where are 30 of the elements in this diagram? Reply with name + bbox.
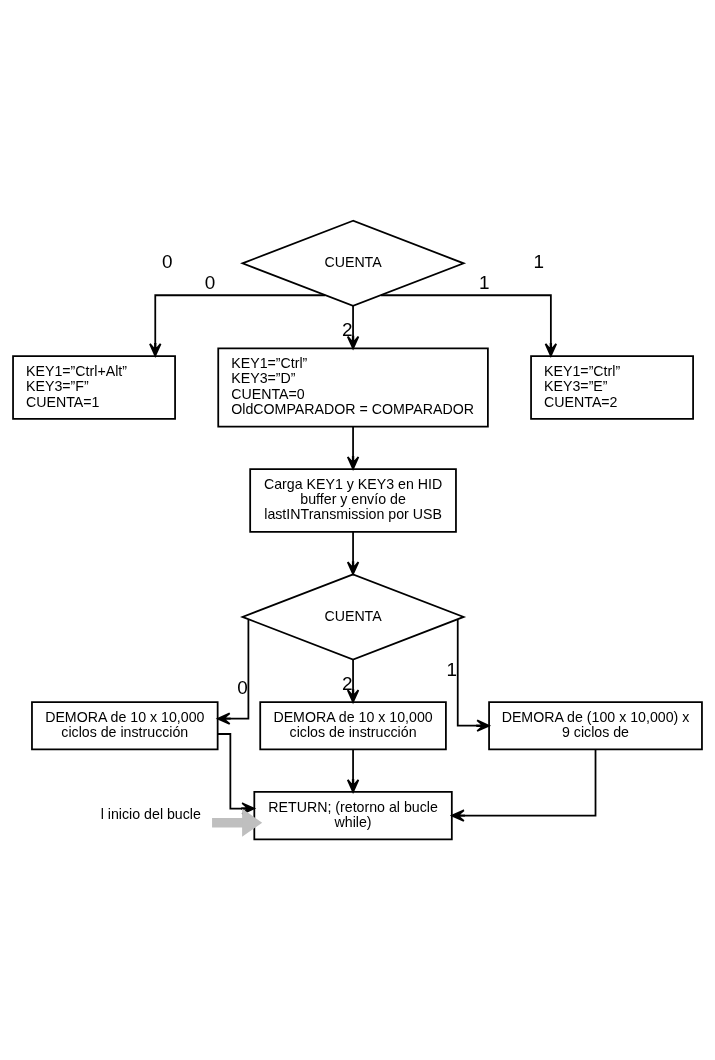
arrow — [346, 531, 360, 575]
arrow — [212, 808, 263, 837]
edge-label: 1 — [479, 272, 490, 294]
node-text: l inicio del bucle — [100, 806, 201, 823]
arrow — [346, 305, 360, 350]
node-diamond: CUENTA — [240, 573, 467, 661]
node-diamond: CUENTA — [240, 219, 467, 307]
edge-label: 0 — [204, 272, 216, 294]
node-box: KEY1=”Ctrl” KEY3=”D” CUENTA=0 OldCOMPARADOR = COMPARADOR — [217, 347, 489, 428]
arrow — [380, 294, 558, 357]
edge-label: 1 — [446, 659, 458, 681]
arrow — [456, 618, 490, 732]
arrow — [216, 618, 250, 725]
edge-label: 2 — [341, 673, 353, 695]
node-box: KEY1=”Ctrl+Alt” KEY3=”F” CUENTA=1 — [12, 355, 176, 420]
arrow — [346, 425, 360, 470]
node-box: RETURN; (retorno al bucle while) — [253, 791, 453, 841]
node-box: KEY1=”Ctrl” KEY3=”E” CUENTA=2 — [530, 355, 694, 420]
arrow — [346, 658, 360, 703]
arrow — [451, 748, 597, 822]
node-box: DEMORA de 10 x 10,000 ciclos de instrucción — [31, 701, 219, 751]
label: 0 — [162, 250, 173, 272]
label: 1 — [533, 250, 544, 272]
edge-label: 2 — [341, 319, 353, 341]
node-box: DEMORA de 10 x 10,000 ciclos de instrucción — [259, 701, 447, 751]
edge-label: 0 — [237, 676, 248, 698]
arrow — [346, 748, 360, 793]
node-box: DEMORA de (100 x 10,000) x 9 ciclos de — [488, 701, 703, 751]
arrow — [149, 294, 327, 357]
node-box: Carga KEY1 y KEY3 en HID buffer y envío de lastINTransmission por USB — [249, 468, 457, 533]
